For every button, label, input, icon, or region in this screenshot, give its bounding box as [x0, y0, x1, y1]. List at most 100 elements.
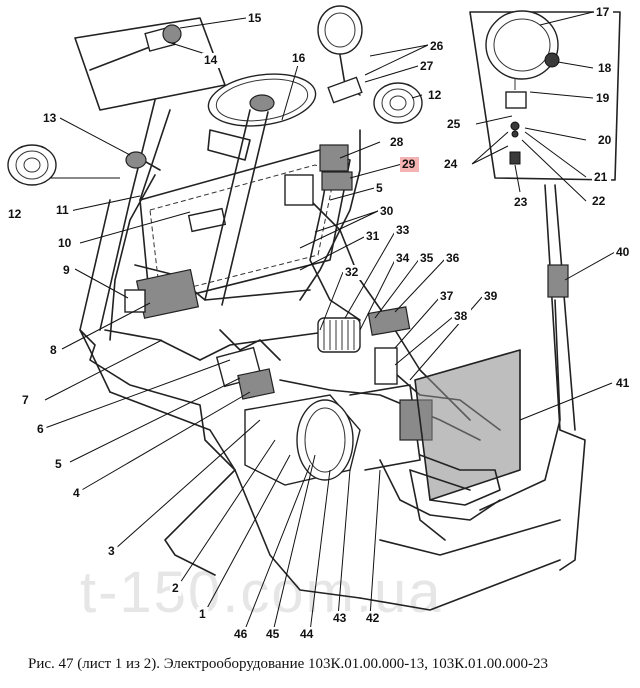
callout-15: 15: [246, 11, 265, 26]
callout-36: 36: [444, 251, 463, 266]
callout-number: 9: [63, 263, 70, 277]
callout-number: 1: [199, 607, 206, 621]
callout-number: 21: [594, 170, 608, 184]
callout-number: 32: [345, 265, 359, 279]
callout-background: [170, 581, 182, 596]
callout-background: [246, 11, 265, 26]
callout-background: [444, 251, 463, 266]
callout-27: 27: [418, 59, 437, 74]
callout-14: 14: [202, 53, 221, 68]
callout-number: 13: [43, 111, 57, 125]
callout-labels: 1234556789101112121314151617181920212223…: [6, 5, 633, 642]
callout-41: 41: [614, 376, 633, 391]
callout-38: 38: [452, 309, 471, 324]
callout-background: [331, 611, 350, 626]
callout-number: 39: [484, 289, 498, 303]
callout-28: 28: [388, 135, 407, 150]
callout-background: [594, 5, 613, 20]
callout-background: [482, 289, 501, 304]
callout-number: 3: [108, 544, 115, 558]
callout-number: 34: [396, 251, 410, 265]
callout-number: 15: [248, 11, 262, 25]
callout-39: 39: [482, 289, 501, 304]
callout-number: 46: [234, 627, 248, 641]
callout-12: 12: [426, 88, 445, 103]
callout-background: [106, 544, 118, 559]
callout-21: 21: [592, 170, 611, 185]
watermark-text: t-150.com.ua: [80, 560, 443, 625]
callout-background: [364, 611, 383, 626]
callout-2: 2: [170, 581, 182, 596]
callout-background: [445, 117, 464, 132]
callout-number: 30: [380, 204, 394, 218]
callout-6: 6: [35, 422, 47, 437]
callout-background: [614, 245, 633, 260]
callout-number: 27: [420, 59, 434, 73]
cab-outline: [79, 99, 586, 611]
callout-30: 30: [378, 204, 397, 219]
battery-pack: [244, 384, 433, 486]
callout-number: 28: [390, 135, 404, 149]
callout-background: [426, 88, 445, 103]
horn-right: [373, 82, 423, 124]
callout-background: [596, 61, 615, 76]
callout-background: [264, 627, 283, 642]
callout-background: [418, 59, 437, 74]
callout-number: 31: [366, 229, 380, 243]
callout-23: 23: [512, 195, 531, 210]
callout-background: [343, 265, 362, 280]
figure-caption: Рис. 47 (лист 1 из 2). Электрооборудован…: [28, 656, 548, 672]
callout-number: 26: [430, 39, 444, 53]
callout-45: 45: [264, 627, 283, 642]
callout-number: 5: [55, 457, 62, 471]
callout-1: 1: [197, 607, 209, 622]
steering-assembly: [204, 73, 317, 306]
callout-5: 5: [374, 181, 386, 196]
callout-number: 43: [333, 611, 347, 625]
callout-background: [378, 204, 397, 219]
callout-number: 23: [514, 195, 528, 209]
callout-29-highlighted: 29: [400, 157, 419, 172]
callout-number: 2: [172, 581, 179, 595]
resistor-coil: [317, 317, 361, 353]
callout-17: 17: [594, 5, 613, 20]
callout-number: 16: [292, 51, 306, 65]
callout-background: [20, 393, 32, 408]
callout-background: [394, 251, 413, 266]
callout-35: 35: [418, 251, 437, 266]
callout-33: 33: [394, 223, 413, 238]
callout-34: 34: [394, 251, 413, 266]
callout-number: 7: [22, 393, 29, 407]
callout-background: [290, 51, 309, 66]
callout-background: [614, 376, 633, 391]
callout-background: [56, 236, 75, 251]
callout-number: 22: [592, 194, 606, 208]
callout-number: 19: [596, 91, 610, 105]
callout-background: [418, 251, 437, 266]
callout-10: 10: [56, 236, 75, 251]
callout-number: 25: [447, 117, 461, 131]
fuse-blocks: [124, 144, 569, 400]
callout-number: 14: [204, 53, 218, 67]
callout-background: [374, 181, 386, 196]
callout-3: 3: [106, 544, 118, 559]
callout-number: 20: [598, 133, 612, 147]
callout-number: 24: [444, 157, 458, 171]
callout-number: 41: [616, 376, 630, 390]
callout-background: [438, 289, 457, 304]
callout-number: 10: [58, 236, 72, 250]
callout-number: 6: [37, 422, 44, 436]
callout-26: 26: [428, 39, 447, 54]
callout-number: 8: [50, 343, 57, 357]
horn-left: [7, 144, 57, 186]
callout-background: [232, 627, 251, 642]
callout-number: 36: [446, 251, 460, 265]
callout-number: 17: [596, 5, 610, 19]
callout-background: [48, 343, 60, 358]
callout-13: 13: [41, 111, 60, 126]
callout-9: 9: [61, 263, 73, 278]
callout-background: [53, 457, 65, 472]
callout-background: [394, 223, 413, 238]
